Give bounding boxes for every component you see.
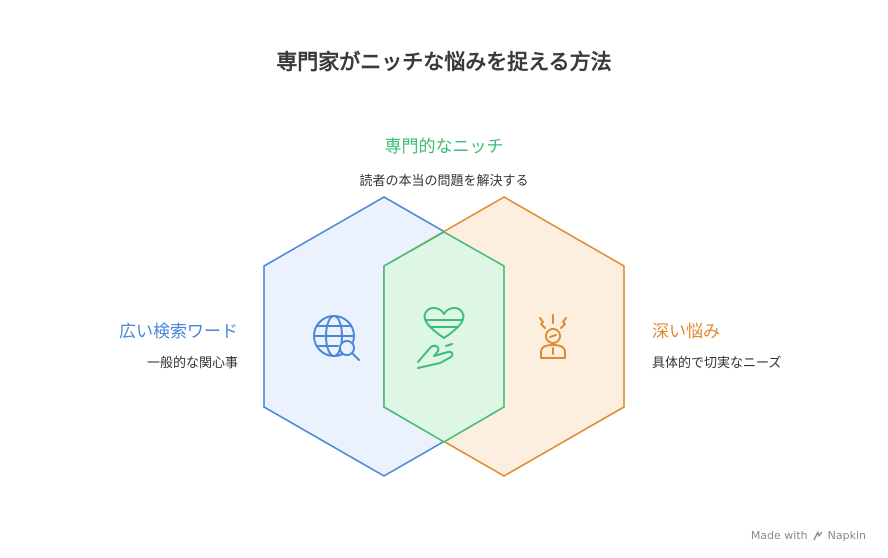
footer-watermark: Made with Napkin [751,529,866,542]
made-with-text: Made with [750,529,808,542]
globe-search-icon [313,315,360,361]
right-description: 具体的で切実なニーズ [652,356,782,371]
page-title: 専門家がニッチな悩みを捉える方法 [276,50,612,74]
center-description: 読者の本当の問題を解決する [359,174,529,189]
stressed-person-icon [539,314,567,359]
left-description: 一般的な関心事 [146,356,238,371]
napkin-logo-icon [813,530,823,540]
center-label: 専門的なニッチ [384,137,504,157]
left-label: 広い検索ワード [119,322,238,342]
napkin-brand: Napkin [827,529,866,542]
heart-hand-icon [417,307,465,369]
right-label: 深い悩み [652,322,720,342]
